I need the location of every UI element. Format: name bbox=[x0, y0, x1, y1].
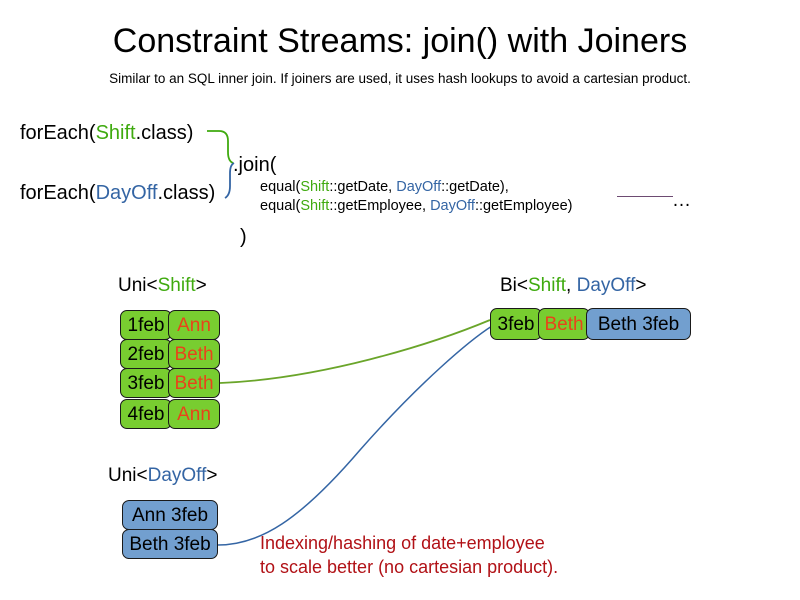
joiner-0-left-type: Shift bbox=[300, 179, 330, 195]
annotation-line-2: to scale better (no cartesian product). bbox=[260, 557, 559, 577]
label-uni-shift-type: Shift bbox=[157, 275, 196, 296]
code-foreach-shift: forEach(Shift.class) bbox=[20, 121, 193, 145]
shift-fact-row[interactable]: 2feb Beth bbox=[120, 339, 220, 369]
label-uni-shift: Uni<Shift> bbox=[118, 274, 207, 297]
code-foreach-shift-prefix: forEach( bbox=[20, 122, 96, 144]
joiner-1-left-type: Shift bbox=[300, 198, 330, 214]
code-joiner-equal-date: equal(Shift::getDate, DayOff::getDate), bbox=[260, 178, 509, 197]
label-bi-type-dayoff: DayOff bbox=[576, 275, 636, 296]
code-type-shift: Shift bbox=[95, 122, 136, 144]
bi-tuple-date-text: 3feb bbox=[497, 313, 535, 335]
dayoff-fact-text: Ann 3feb bbox=[131, 504, 209, 526]
label-bi-stream: Bi<Shift, DayOff> bbox=[500, 274, 646, 297]
code-foreach-dayoff-suffix: .class) bbox=[157, 182, 216, 204]
bi-tuple-name-text: Beth bbox=[544, 313, 584, 335]
code-foreach-shift-suffix: .class) bbox=[135, 122, 194, 144]
dayoff-fact-row[interactable]: Beth 3feb bbox=[122, 529, 218, 559]
connector-shift-fact-to-bi bbox=[219, 319, 491, 384]
dayoff-fact-row[interactable]: Ann 3feb bbox=[122, 500, 218, 530]
code-foreach-dayoff: forEach(DayOff.class) bbox=[20, 181, 215, 205]
joiner-0-prefix: equal( bbox=[260, 179, 301, 195]
shift-fact-date: 3feb bbox=[120, 368, 172, 398]
joiner-1-left-ref: ::getEmployee, bbox=[329, 198, 431, 214]
label-uni-dayoff: Uni<DayOff> bbox=[108, 464, 218, 487]
dayoff-fact-text: Beth 3feb bbox=[129, 533, 211, 555]
joiner-0-right-type: DayOff bbox=[396, 179, 442, 195]
shift-fact-name: Beth bbox=[168, 339, 220, 369]
shift-fact-row[interactable]: 3feb Beth bbox=[120, 368, 220, 398]
shift-fact-row[interactable]: 1feb Ann bbox=[120, 310, 220, 340]
label-uni-dayoff-type: DayOff bbox=[147, 465, 207, 486]
dayoff-fact-box: Ann 3feb bbox=[122, 500, 218, 530]
label-uni-dayoff-prefix: Uni< bbox=[108, 465, 148, 486]
code-foreach-dayoff-prefix: forEach( bbox=[20, 182, 96, 204]
shift-fact-date-text: 2feb bbox=[127, 343, 165, 365]
label-bi-separator: , bbox=[566, 275, 577, 296]
annotation-line-1: Indexing/hashing of date+employee bbox=[260, 533, 545, 553]
shift-fact-name-text: Ann bbox=[177, 314, 211, 336]
joiner-1-right-type: DayOff bbox=[430, 198, 475, 214]
code-join-close: ) bbox=[240, 226, 247, 248]
annotation-note: Indexing/hashing of date+employee to sca… bbox=[260, 531, 558, 579]
connector-dayoff-fact-to-bi bbox=[217, 325, 493, 546]
label-bi-suffix: > bbox=[635, 275, 647, 296]
shift-fact-name: Ann bbox=[168, 399, 220, 429]
shift-fact-row[interactable]: 4feb Ann bbox=[120, 399, 220, 429]
label-bi-type-shift: Shift bbox=[528, 275, 567, 296]
shift-fact-name-text: Beth bbox=[174, 343, 214, 365]
shift-fact-name: Beth bbox=[168, 368, 220, 398]
label-uni-dayoff-suffix: > bbox=[206, 465, 218, 486]
bi-tuple-dayoff: Beth 3feb bbox=[586, 308, 691, 340]
joiner-1-prefix: equal( bbox=[260, 198, 301, 214]
bi-tuple-date: 3feb bbox=[490, 308, 542, 340]
shift-fact-name-text: Beth bbox=[174, 372, 214, 394]
shift-fact-date: 4feb bbox=[120, 399, 172, 429]
label-uni-shift-prefix: Uni< bbox=[118, 275, 158, 296]
page-title: Constraint Streams: join() with Joiners bbox=[112, 22, 688, 60]
shift-fact-name-text: Ann bbox=[177, 403, 211, 425]
joiner-0-right-ref: ::getDate), bbox=[441, 179, 509, 195]
code-type-dayoff: DayOff bbox=[95, 182, 158, 204]
bi-tuple-dayoff-text: Beth 3feb bbox=[597, 313, 680, 335]
more-rule-divider bbox=[617, 196, 673, 197]
label-uni-shift-suffix: > bbox=[195, 275, 207, 296]
label-bi-prefix: Bi< bbox=[500, 275, 528, 296]
dayoff-fact-box: Beth 3feb bbox=[122, 529, 218, 559]
joiner-1-right-ref: ::getEmployee) bbox=[474, 198, 573, 214]
code-joiner-equal-employee: equal(Shift::getEmployee, DayOff::getEmp… bbox=[260, 197, 572, 216]
ellipsis-label: … bbox=[672, 190, 691, 211]
shift-fact-date-text: 3feb bbox=[127, 372, 165, 394]
connector-shift-to-join bbox=[207, 130, 234, 164]
shift-fact-date-text: 1feb bbox=[127, 314, 165, 336]
shift-fact-date-text: 4feb bbox=[127, 403, 165, 425]
code-join-open: .join( bbox=[233, 154, 277, 176]
bi-tuple-name: Beth bbox=[538, 308, 590, 340]
shift-fact-date: 1feb bbox=[120, 310, 172, 340]
joiner-0-left-ref: ::getDate, bbox=[329, 179, 397, 195]
shift-fact-name: Ann bbox=[168, 310, 220, 340]
page-subtitle: Similar to an SQL inner join. If joiners… bbox=[109, 71, 691, 86]
shift-fact-date: 2feb bbox=[120, 339, 172, 369]
